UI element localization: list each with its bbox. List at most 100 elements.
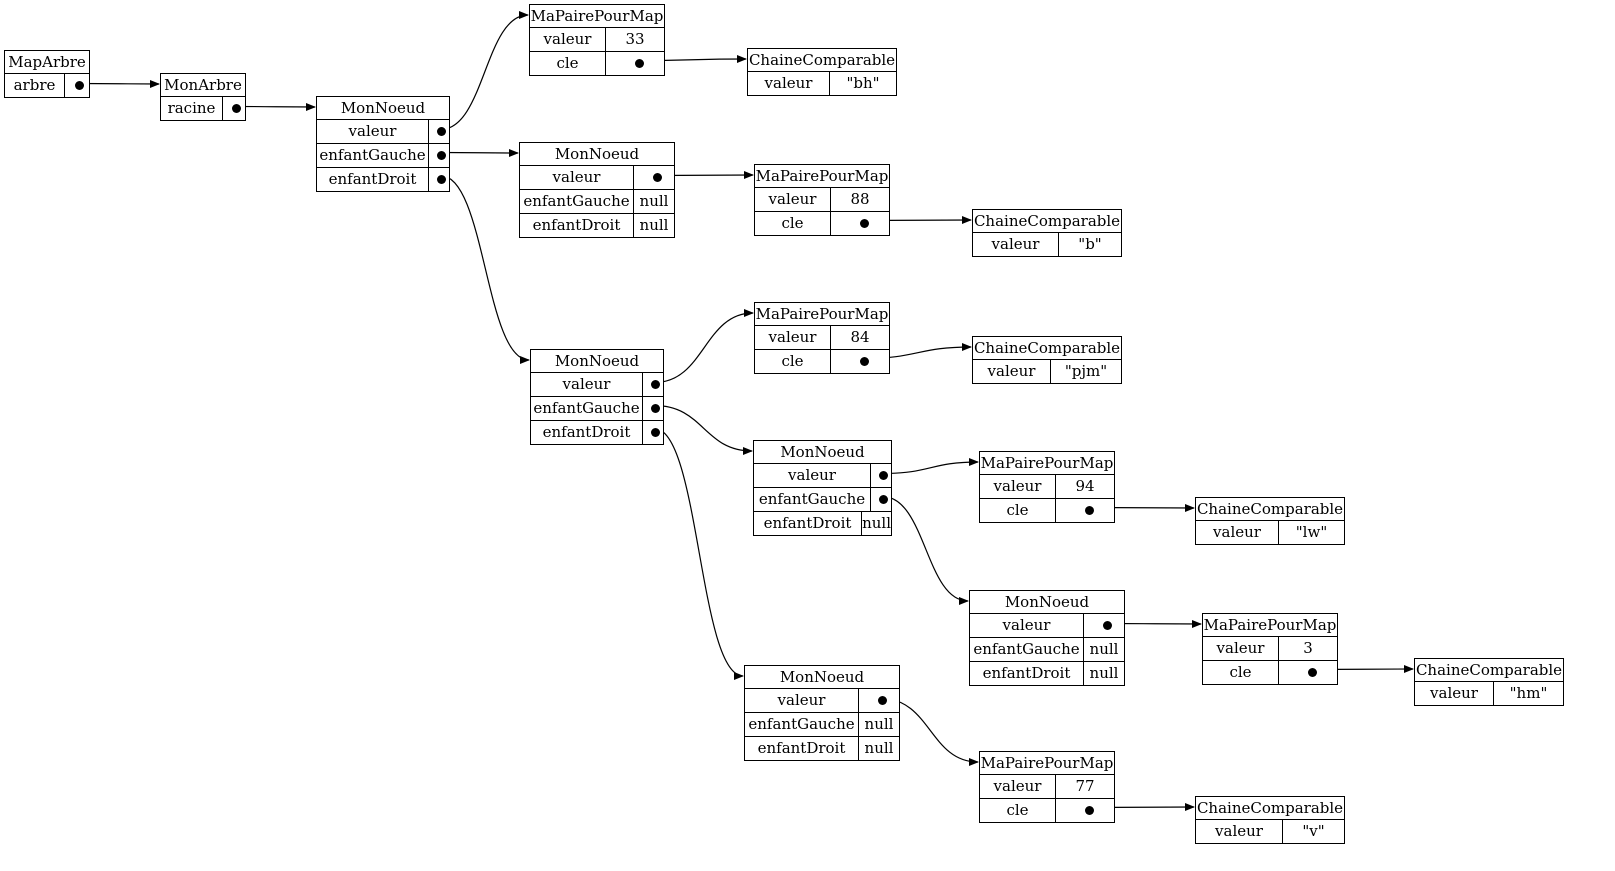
edge-root-enfantDroit-to-nodePjm	[440, 174, 530, 364]
pointer-cell	[1279, 661, 1337, 684]
edge-maparbre-arbre-to-monarbre	[78, 79, 160, 88]
pointer-cell	[643, 397, 663, 420]
record-title: MonNoeud	[754, 441, 891, 464]
field-name: valeur	[530, 28, 606, 51]
field-name: valeur	[973, 233, 1059, 256]
pointer-dot-icon	[879, 471, 888, 480]
record-title: MonNoeud	[531, 350, 663, 373]
field-name: valeur	[531, 373, 643, 396]
field-name: cle	[755, 212, 831, 235]
record-title: MaPairePourMap	[980, 752, 1114, 775]
pointer-dot-icon	[1085, 806, 1094, 815]
field-name: cle	[530, 52, 606, 75]
pointer-cell	[65, 74, 89, 97]
edge-root-valeur-to-pair33	[440, 11, 529, 131]
pointer-cell	[643, 421, 663, 444]
record-title: ChaineComparable	[973, 210, 1121, 233]
field-name: valeur	[980, 475, 1056, 498]
field-value: "lw"	[1295, 523, 1328, 541]
pointer-cell	[1056, 799, 1114, 822]
field-row-valeur: valeur"b"	[973, 233, 1121, 256]
field-name: valeur	[1203, 637, 1279, 660]
pointer-dot-icon	[635, 59, 644, 68]
field-row-valeur: valeur	[745, 689, 899, 713]
pointer-cell	[429, 144, 449, 167]
field-name: enfantDroit	[317, 168, 429, 191]
field-name: valeur	[1415, 682, 1494, 705]
edge-nodeLw-valeur-to-pair94	[882, 458, 979, 475]
field-row-valeur: valeur	[970, 614, 1124, 638]
field-name: enfantDroit	[970, 662, 1084, 685]
field-row-valeur: valeur 33	[530, 28, 664, 52]
pointer-cell	[871, 464, 891, 487]
field-row-valeur: valeur"bh"	[748, 72, 896, 95]
edge-nodePjm-enfantGauche-to-nodeLw	[654, 404, 753, 455]
record-title: ChaineComparable	[1415, 659, 1563, 682]
field-value: null	[864, 715, 894, 733]
field-name: enfantGauche	[520, 190, 634, 213]
field-name: enfantGauche	[531, 397, 643, 420]
edge-nodeLw-enfantGauche-to-nodeHm	[882, 495, 969, 605]
record-title: MonNoeud	[317, 97, 449, 120]
pointer-dot-icon	[75, 81, 84, 90]
record-title: ChaineComparable	[973, 337, 1121, 360]
field-name: enfantGauche	[754, 488, 871, 511]
pointer-cell	[831, 350, 889, 373]
pointer-dot-icon	[1085, 506, 1094, 515]
record-title: MaPairePourMap	[980, 452, 1114, 475]
record-title: MonNoeud	[970, 591, 1124, 614]
record-title: MaPairePourMap	[755, 165, 889, 188]
field-name: cle	[980, 499, 1056, 522]
pointer-cell	[1056, 499, 1114, 522]
field-row-enfantGauche: enfantGauche	[754, 488, 891, 512]
field-row-cle: cle	[980, 499, 1114, 522]
field-row-cle: cle	[755, 350, 889, 373]
field-name: valeur	[520, 166, 634, 189]
field-value: 84	[850, 328, 870, 346]
field-value: 77	[1075, 777, 1095, 795]
pointer-cell	[871, 488, 891, 511]
field-row-enfantDroit: enfantDroit	[317, 168, 449, 191]
pointer-dot-icon	[437, 127, 446, 136]
field-row-valeur: valeur	[531, 373, 663, 397]
field-name: cle	[980, 799, 1056, 822]
field-name: enfantDroit	[520, 214, 634, 237]
field-name: valeur	[748, 72, 830, 95]
pointer-dot-icon	[651, 428, 660, 437]
pointer-cell	[634, 166, 674, 189]
field-value: 88	[850, 190, 870, 208]
field-row-enfantGauche: enfantGauche	[317, 144, 449, 168]
field-row-cle: cle	[1203, 661, 1337, 684]
field-name: racine	[161, 97, 223, 120]
record-title: ChaineComparable	[1196, 797, 1344, 820]
field-value: 33	[625, 30, 645, 48]
field-row-valeur: valeur	[520, 166, 674, 190]
pointer-dot-icon	[1308, 668, 1317, 677]
pointer-dot-icon	[232, 104, 241, 113]
record-title: MonNoeud	[745, 666, 899, 689]
edge-nodePjm-enfantDroit-to-nodeV	[654, 427, 744, 680]
field-row-valeur: valeur	[317, 120, 449, 144]
edge-root-enfantGauche-to-nodeB	[440, 148, 519, 157]
field-row-cle: cle	[755, 212, 889, 235]
